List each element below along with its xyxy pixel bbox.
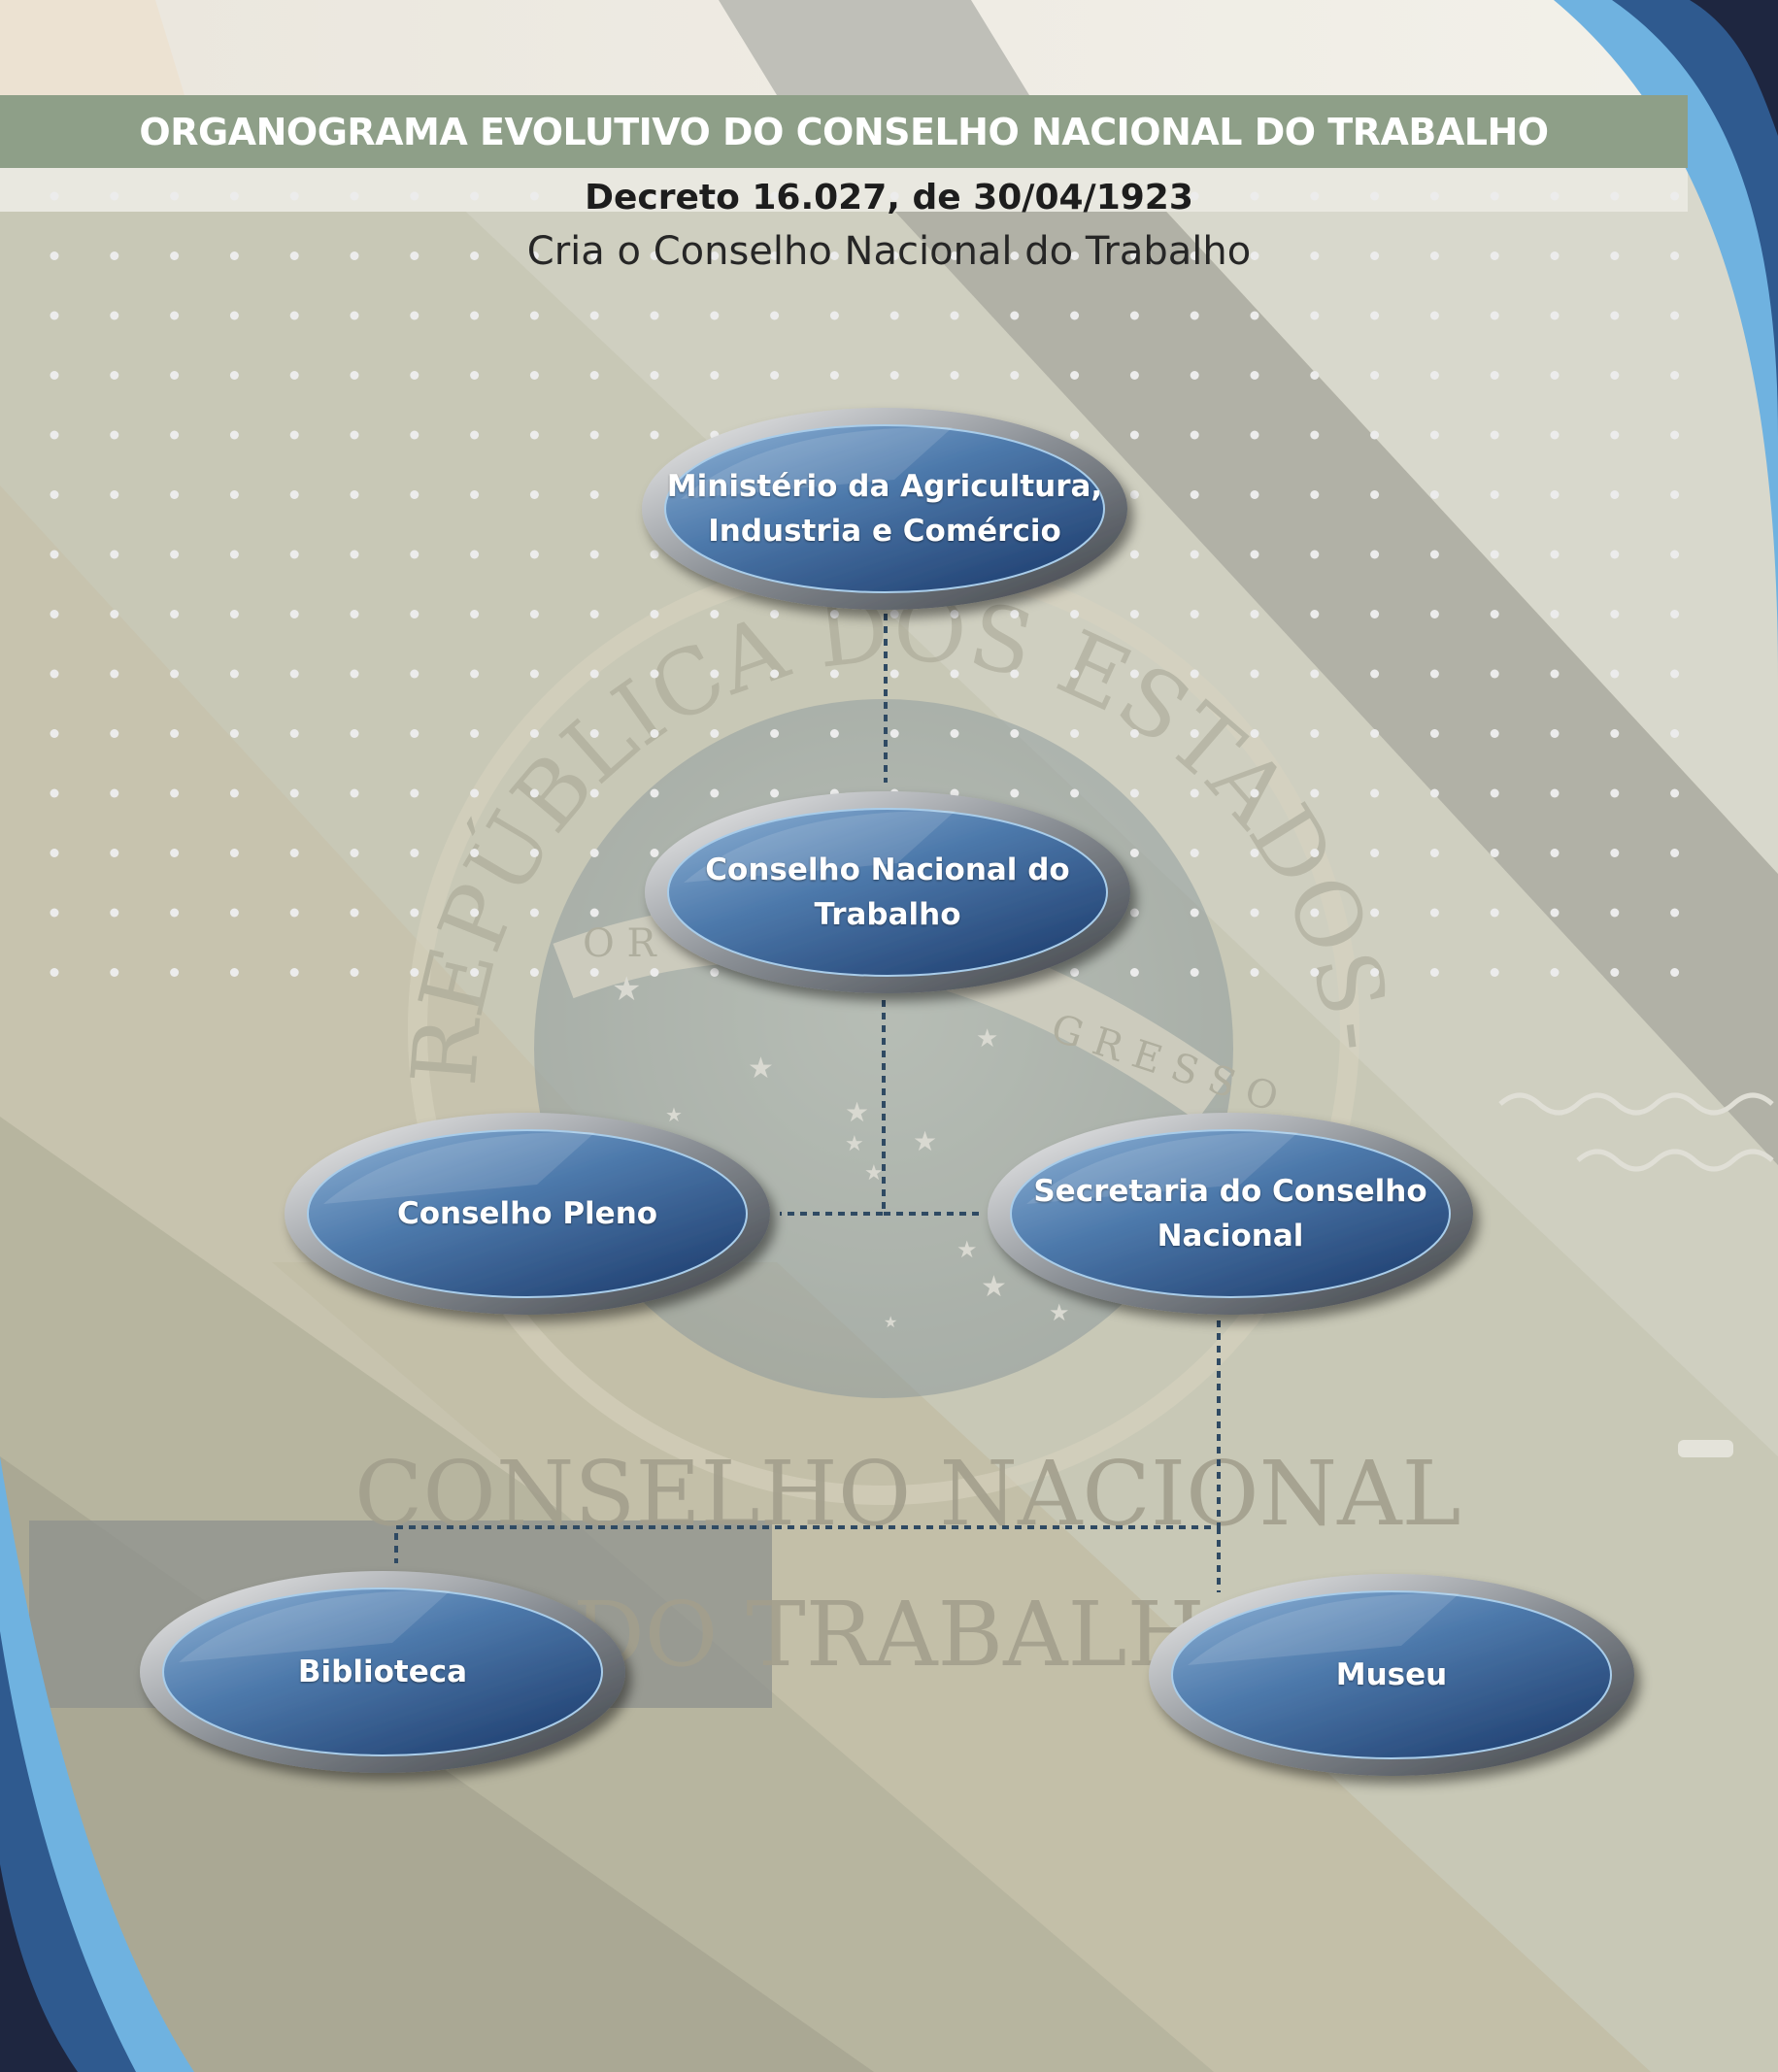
- svg-text:★: ★: [665, 1103, 683, 1126]
- connector-secretaria-biblioteca: [394, 1320, 1221, 1563]
- node-label-museu: Museu: [1172, 1591, 1611, 1758]
- svg-text:★: ★: [1049, 1299, 1070, 1326]
- node-label-biblioteca: Biblioteca: [163, 1588, 602, 1755]
- node-ministerio: [642, 408, 1127, 610]
- page-title: ORGANOGRAMA EVOLUTIVO DO CONSELHO NACION…: [139, 110, 1549, 153]
- node-gloss: [179, 1589, 451, 1662]
- svg-text:★: ★: [845, 1096, 869, 1128]
- svg-text:★: ★: [976, 1024, 998, 1053]
- node-line: Museu: [1335, 1657, 1448, 1692]
- node-line: Ministério da Agricultura,: [666, 469, 1103, 504]
- title-band: ORGANOGRAMA EVOLUTIVO DO CONSELHO NACION…: [0, 95, 1688, 168]
- node-line: Biblioteca: [297, 1654, 468, 1689]
- node-line: Conselho Pleno: [396, 1196, 658, 1231]
- svg-text:★: ★: [913, 1125, 937, 1157]
- node-line: Industria e Comércio: [708, 514, 1061, 549]
- svg-text:O R: O R: [583, 921, 658, 966]
- node-line: Nacional: [1157, 1219, 1304, 1253]
- svg-text:★: ★: [981, 1270, 1007, 1304]
- node-pleno: [285, 1113, 770, 1315]
- svg-text:★: ★: [884, 1313, 897, 1331]
- node-gloss: [684, 810, 956, 883]
- node-gloss: [323, 1131, 595, 1204]
- node-label-ministerio: Ministério da Agricultura, Industria e Co…: [665, 425, 1104, 592]
- node-gloss: [681, 426, 953, 499]
- node-line: Trabalho: [814, 897, 961, 932]
- connector-cnt-pleno: [780, 1000, 886, 1216]
- decree-label: Decreto 16.027, de 30/04/1923: [585, 178, 1193, 217]
- node-gloss: [1026, 1131, 1298, 1204]
- node-gloss: [1188, 1592, 1459, 1665]
- node-biblioteca: [140, 1571, 625, 1773]
- decree-description: Cria o Conselho Nacional do Trabalho: [526, 229, 1252, 274]
- node-museu: [1149, 1574, 1634, 1776]
- svg-text:★: ★: [864, 1161, 884, 1186]
- node-label-cnt: Conselho Nacional do Trabalho: [668, 809, 1107, 976]
- node-line: Conselho Nacional do: [705, 852, 1070, 887]
- node-line: Secretaria do Conselho: [1033, 1174, 1427, 1209]
- svg-text:★: ★: [956, 1236, 978, 1263]
- svg-text:★: ★: [845, 1132, 864, 1156]
- svg-text:★: ★: [612, 970, 641, 1009]
- node-cnt: [645, 791, 1130, 993]
- node-label-pleno: Conselho Pleno: [308, 1130, 747, 1297]
- node-secretaria: [988, 1113, 1473, 1315]
- svg-text:★: ★: [748, 1052, 774, 1086]
